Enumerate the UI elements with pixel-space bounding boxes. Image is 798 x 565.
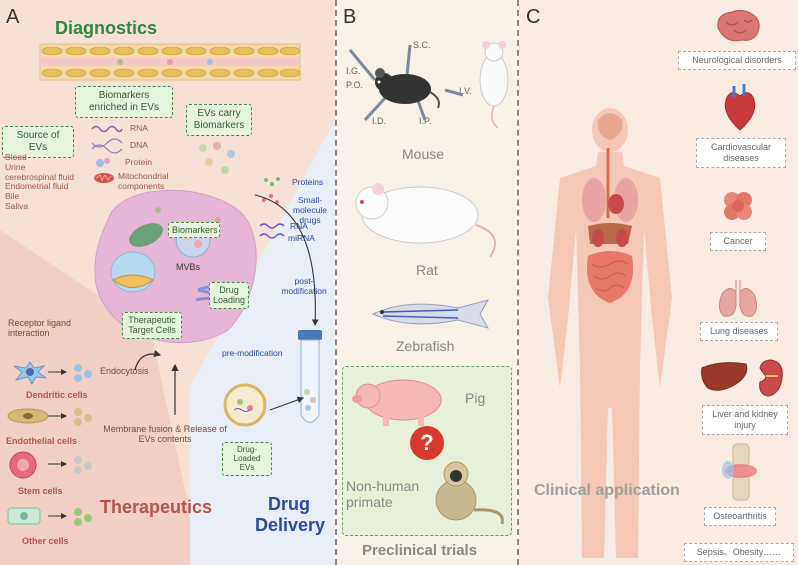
route-sc: S.C. bbox=[413, 40, 431, 50]
other-cells-label: Other cells bbox=[22, 536, 69, 546]
lungs-icon bbox=[718, 280, 758, 317]
pre-modification-label: pre-modification bbox=[222, 348, 283, 358]
cargo-label-protein: Protein bbox=[125, 157, 152, 167]
primate-label: Non-human primate bbox=[346, 478, 420, 511]
post-modification-label: post-modification bbox=[281, 276, 327, 297]
liver-icon bbox=[701, 362, 748, 391]
source-item: Endometrial fluid bbox=[5, 181, 69, 192]
white-mouse-illustration bbox=[479, 41, 509, 129]
preclinical-title: Preclinical trials bbox=[362, 542, 478, 559]
disease-neurological: Neurological disorders bbox=[678, 51, 796, 70]
endothelial-evs bbox=[48, 408, 92, 426]
divider-a-b bbox=[335, 0, 337, 565]
protein-icon bbox=[96, 158, 110, 167]
route-iv: I.V. bbox=[459, 86, 472, 96]
dendritic-cells-label: Dendritic cells bbox=[26, 390, 88, 400]
drug-delivery-title-line2: Delivery bbox=[255, 515, 326, 535]
endothelial-cells-label: Endothelial cells bbox=[6, 436, 78, 446]
human-body-illustration bbox=[548, 108, 672, 558]
pig-illustration bbox=[352, 379, 442, 426]
drug-cargo-icons bbox=[259, 177, 285, 239]
brain-icon bbox=[717, 9, 760, 42]
source-item: Urine bbox=[5, 161, 26, 172]
therapeutics-title: Therapeutics bbox=[100, 497, 213, 517]
source-list: Blood Urine cerebrospinal fluid Endometr… bbox=[5, 152, 74, 212]
stem-cells-label: Stem cells bbox=[18, 486, 63, 496]
black-mouse-illustration bbox=[375, 68, 440, 109]
cargo-label-rna: RNA bbox=[130, 123, 148, 133]
other-cell-icon bbox=[7, 507, 41, 525]
clinical-title: Clinical application bbox=[534, 482, 680, 499]
drug-delivery-title-line1: Drug bbox=[268, 494, 310, 514]
blood-vessel-illustration bbox=[39, 43, 301, 81]
route-id: I.D. bbox=[372, 116, 387, 126]
source-item: Saliva bbox=[5, 200, 29, 211]
drug-loaded-evs-box: Drug-Loaded EVs bbox=[222, 442, 272, 476]
source-item: Blood bbox=[5, 152, 27, 162]
disease-osteoarthritis: Osteoarthritis bbox=[704, 507, 776, 526]
other-cell-evs bbox=[48, 508, 92, 526]
zebrafish-label: Zebrafish bbox=[396, 338, 455, 354]
route-ip: I.P. bbox=[419, 116, 432, 126]
rna-icon bbox=[91, 125, 123, 133]
mvbs-label: MVBs bbox=[176, 262, 201, 272]
drug-cargo-small-molecule: Small-molecule drugs bbox=[292, 195, 328, 225]
cargo-label-mitochondria: Mitochondrial components bbox=[118, 171, 169, 191]
therapeutic-target-box: Therapeutic Target Cells bbox=[122, 312, 182, 339]
panel-b-letter: B bbox=[343, 6, 357, 28]
heart-icon bbox=[724, 84, 756, 131]
arrow-post-modification bbox=[254, 194, 319, 327]
mouse-label: Mouse bbox=[402, 146, 445, 162]
disease-liver-kidney: Liver and kidney injury bbox=[702, 405, 788, 435]
test-tube-icon bbox=[298, 330, 322, 423]
mitochondria-icon bbox=[94, 173, 114, 183]
drug-cargo-proteins: Proteins bbox=[292, 177, 324, 187]
arrow-membrane-fusion bbox=[171, 363, 179, 415]
endothelial-cell-icon bbox=[7, 408, 49, 424]
endocytosis-label: Endocytosis bbox=[100, 366, 149, 376]
disease-cardiovascular: Cardiovascular diseases bbox=[696, 138, 786, 168]
panel-a-letter: A bbox=[6, 6, 20, 28]
arrow-endocytosis bbox=[134, 350, 162, 371]
biomarkers-enriched-box: Biomarkers enriched in EVs bbox=[75, 86, 173, 118]
disease-lung: Lung diseases bbox=[700, 322, 778, 341]
evs-carry-biomarkers-box: EVs carry Biomarkers bbox=[186, 104, 252, 136]
cargo-label-dna: DNA bbox=[130, 140, 148, 150]
stem-cell-icon bbox=[9, 451, 37, 479]
dendritic-cell-icon bbox=[13, 361, 48, 386]
dendritic-evs bbox=[48, 364, 92, 382]
drug-cargo-mirna: miRNA bbox=[288, 233, 315, 243]
source-of-evs-box: Source of EVs bbox=[2, 126, 74, 158]
divider-b-c bbox=[517, 0, 519, 565]
rat-illustration bbox=[355, 183, 497, 258]
primate-illustration bbox=[435, 461, 504, 525]
receptor-ligand-label: Receptor ligand interaction bbox=[8, 318, 72, 339]
kidney-icon bbox=[759, 359, 783, 397]
drug-cargo-rna: RNA bbox=[290, 221, 308, 231]
question-mark-badge: ? bbox=[410, 426, 444, 460]
rat-label: Rat bbox=[416, 262, 438, 278]
knee-joint-icon bbox=[722, 443, 757, 501]
pig-label: Pig bbox=[465, 390, 486, 406]
question-mark: ? bbox=[420, 430, 434, 455]
source-item: Bile bbox=[5, 191, 20, 202]
disease-sepsis-obesity: Sepsis、Obesity…… bbox=[684, 543, 794, 562]
dna-icon bbox=[91, 138, 123, 154]
stem-cell-evs bbox=[48, 456, 92, 474]
membrane-fusion-label: Membrane fusion & Release of EVs content… bbox=[103, 424, 227, 445]
drug-loading-box: Drug Loading bbox=[209, 282, 249, 309]
arrow-to-test-tube bbox=[269, 396, 305, 411]
zebrafish-illustration bbox=[371, 299, 490, 329]
panel-c-letter: C bbox=[526, 6, 541, 28]
drug-loaded-ev-illustration bbox=[223, 383, 267, 427]
ev-particles bbox=[199, 142, 235, 174]
diagnostics-title: Diagnostics bbox=[55, 18, 158, 38]
cancer-cells-icon bbox=[724, 192, 752, 220]
disease-cancer: Cancer bbox=[710, 232, 766, 251]
route-po: P.O. bbox=[346, 80, 363, 90]
route-ig: I.G. bbox=[346, 66, 361, 76]
cell-biomarkers-box: Biomarkers bbox=[168, 222, 220, 239]
syringe-icons bbox=[348, 44, 464, 122]
source-item: cerebrospinal fluid bbox=[5, 171, 74, 182]
